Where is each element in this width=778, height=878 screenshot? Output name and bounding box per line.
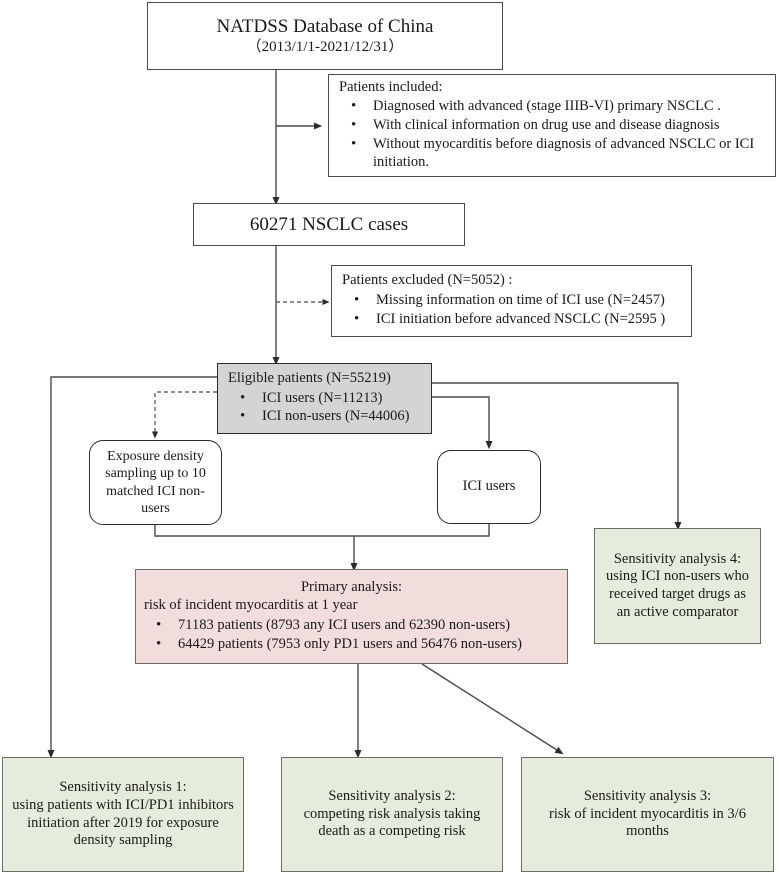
list-item: 71183 patients (8793 any ICI users and 6…	[156, 616, 559, 635]
edge-primary-to-sens3	[421, 663, 564, 755]
sens2-detail: competing risk analysis taking death as …	[303, 805, 481, 840]
eligible-lead: Eligible patients (N=55219)	[228, 369, 391, 386]
sens1-detail: using patients with ICI/PD1 inhibitors i…	[12, 796, 234, 849]
list-item: With clinical information on drug use an…	[351, 116, 767, 135]
node-exposure-density-sampling: Exposure density sampling up to 10 match…	[89, 440, 222, 525]
list-item: 64429 patients (7953 only PD1 users and …	[156, 635, 559, 654]
eligible-bullet-list: ICI users (N=11213) ICI non-users (N=440…	[228, 389, 423, 427]
node-sensitivity-analysis-3: Sensitivity analysis 3: risk of incident…	[521, 757, 774, 872]
database-period: （2013/1/1-2021/12/31）	[246, 39, 404, 56]
node-eligible-patients: Eligible patients (N=55219) ICI users (N…	[217, 363, 432, 434]
node-patients-included: Patients included: Diagnosed with advanc…	[328, 74, 776, 177]
excluded-lead: Patients excluded (N=5052) :	[342, 272, 513, 289]
list-item: Diagnosed with advanced (stage IIIB-VI) …	[351, 97, 767, 116]
edge-eligible-to-exposure-density	[151, 391, 217, 439]
sens3-title: Sensitivity analysis 3:	[583, 787, 712, 804]
list-item: ICI non-users (N=44006)	[240, 407, 423, 426]
cases-label: 60271 NSCLC cases	[249, 213, 409, 235]
list-item: Without myocarditis before diagnosis of …	[351, 135, 767, 171]
node-patients-excluded: Patients excluded (N=5052) : Missing inf…	[331, 265, 692, 337]
sens1-title: Sensitivity analysis 1:	[59, 779, 187, 796]
node-sensitivity-analysis-2: Sensitivity analysis 2: competing risk a…	[281, 757, 503, 872]
excluded-bullet-list: Missing information on time of ICI use (…	[342, 291, 683, 329]
sens4-title: Sensitivity analysis 4:	[613, 550, 742, 567]
node-ici-users: ICI users	[437, 450, 541, 524]
sens3-detail: risk of incident myocarditis in 3/6 mont…	[549, 805, 746, 840]
primary-bullet-list: 71183 patients (8793 any ICI users and 6…	[144, 616, 559, 654]
ici-users-label: ICI users	[462, 478, 516, 495]
list-item: ICI users (N=11213)	[240, 389, 423, 408]
sens2-title: Sensitivity analysis 2:	[328, 787, 456, 804]
node-database: NATDSS Database of China （2013/1/1-2021/…	[147, 2, 503, 70]
node-sensitivity-analysis-4: Sensitivity analysis 4: using ICI non-us…	[594, 528, 761, 644]
primary-title: Primary analysis:	[300, 578, 403, 595]
list-item: ICI initiation before advanced NSCLC (N=…	[354, 310, 683, 329]
list-item: Missing information on time of ICI use (…	[354, 291, 683, 310]
node-sensitivity-analysis-1: Sensitivity analysis 1: using patients w…	[2, 757, 244, 872]
included-bullet-list: Diagnosed with advanced (stage IIIB-VI) …	[339, 97, 767, 172]
database-title: NATDSS Database of China	[216, 16, 434, 38]
edge-exposure-and-ici-to-primary	[154, 524, 490, 572]
exposure-density-label: Exposure density sampling up to 10 match…	[105, 449, 206, 516]
edge-eligible-to-sens1	[47, 376, 217, 759]
primary-subtitle: risk of incident myocarditis at 1 year	[144, 597, 358, 614]
node-nsclc-cases: 60271 NSCLC cases	[193, 203, 465, 246]
node-primary-analysis: Primary analysis: risk of incident myoca…	[135, 569, 568, 664]
included-lead: Patients included:	[339, 78, 443, 95]
edge-eligible-to-ici-users	[432, 396, 493, 450]
sens4-detail: using ICI non-users who received target …	[606, 568, 749, 620]
